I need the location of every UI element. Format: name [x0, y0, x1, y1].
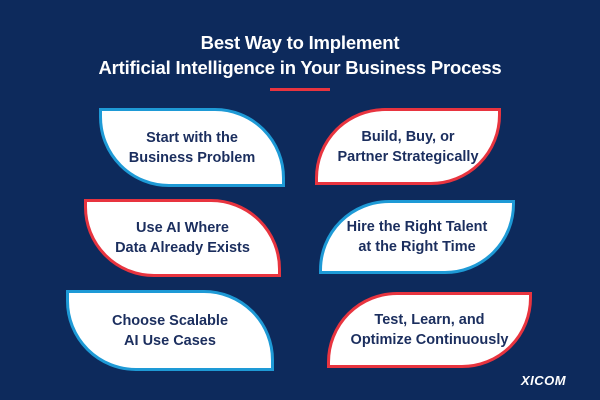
page-title: Best Way to Implement Artificial Intelli… [0, 30, 600, 80]
card-line-1: Build, Buy, or [361, 128, 455, 145]
card-test-learn-optimize: Test, Learn, and Optimize Continuously [327, 292, 532, 368]
card-use-ai-where-data-exists: Use AI Where Data Already Exists [84, 199, 281, 277]
card-build-buy-partner: Build, Buy, or Partner Strategically [315, 108, 501, 185]
title-line-1: Best Way to Implement [200, 32, 400, 53]
card-line-1: Choose Scalable [111, 312, 229, 329]
card-line-2: Data Already Exists [115, 240, 250, 256]
card-line-2: Business Problem [128, 149, 256, 166]
card-start-with-business-problem: Start with the Business Problem [99, 108, 285, 187]
card-line-1: Hire the Right Talent [346, 219, 488, 235]
card-line-1: Test, Learn, and [374, 312, 485, 328]
card-line-2: at the Right Time [358, 239, 476, 255]
card-choose-scalable-ai: Choose Scalable AI Use Cases [66, 290, 274, 371]
card-line-1: Start with the [146, 129, 238, 146]
title-line-2: Artificial Intelligence in Your Business… [98, 57, 502, 78]
card-line-2: AI Use Cases [124, 332, 216, 349]
card-hire-right-talent: Hire the Right Talent at the Right Time [319, 200, 515, 274]
card-line-1: Use AI Where [136, 220, 229, 236]
card-line-2: Partner Strategically [337, 148, 479, 165]
card-line-2: Optimize Continuously [350, 332, 509, 348]
xicom-logo: XICOM [521, 373, 567, 388]
title-underline [270, 88, 330, 91]
